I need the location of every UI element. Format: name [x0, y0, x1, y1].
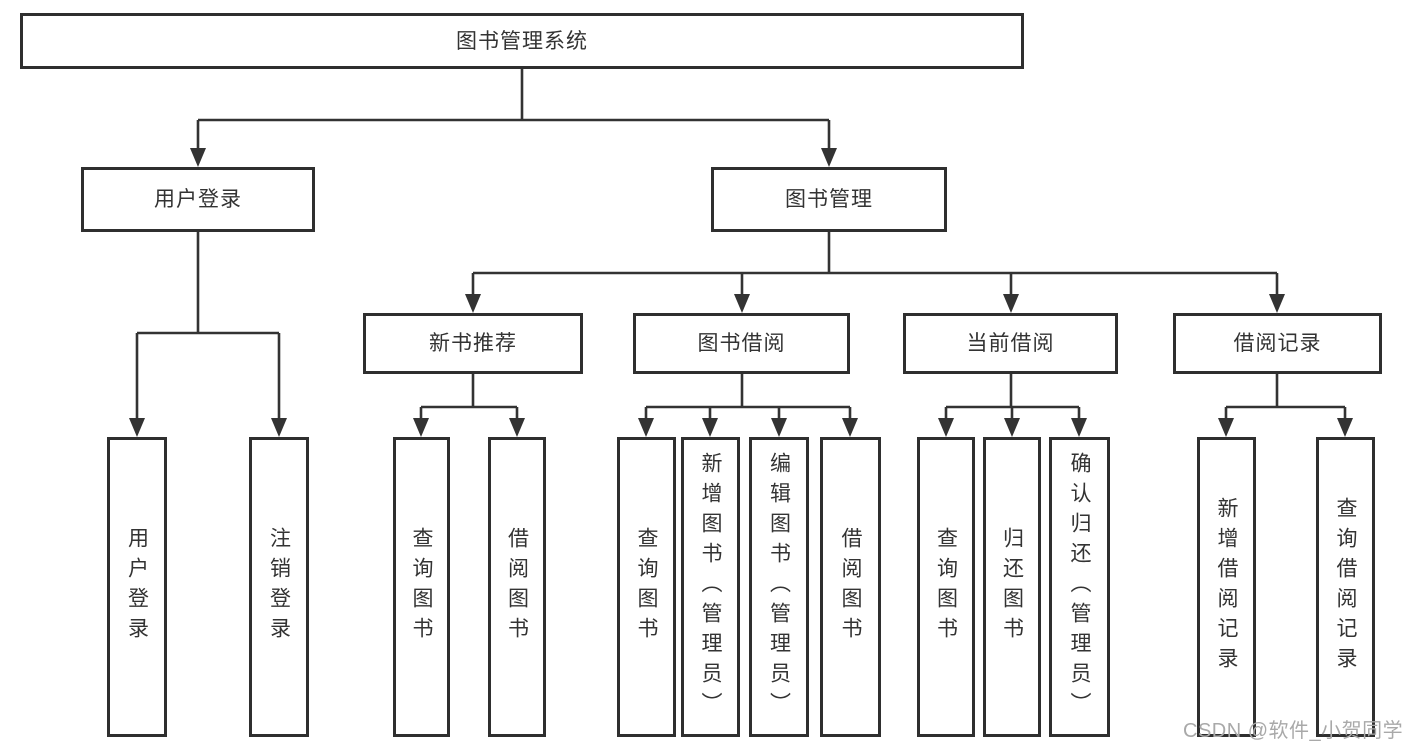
leaf-return-book: 归还图书	[983, 437, 1041, 737]
leaf-logout: 注销登录	[249, 437, 309, 737]
node-root-system: 图书管理系统	[20, 13, 1024, 69]
leaf-query-book-current: 查询图书	[917, 437, 975, 737]
node-user-login-label: 用户登录	[154, 188, 242, 211]
node-book-management: 图书管理	[711, 167, 947, 232]
leaf-borrow-book: 借阅图书	[820, 437, 881, 737]
leaf-add-borrow-record: 新增借阅记录	[1197, 437, 1256, 737]
node-book-borrow: 图书借阅	[633, 313, 850, 374]
watermark: CSDN @软件_小贺同学	[1183, 720, 1404, 742]
leaf-query-book-borrow: 查询图书	[617, 437, 676, 737]
leaf-query-book-recommend: 查询图书	[393, 437, 450, 737]
node-current-borrow: 当前借阅	[903, 313, 1118, 374]
node-borrow-record: 借阅记录	[1173, 313, 1382, 374]
leaf-add-book-admin: 新增图书（管理员）	[681, 437, 740, 737]
node-book-management-label: 图书管理	[785, 188, 873, 211]
leaf-borrow-book-recommend: 借阅图书	[488, 437, 546, 737]
node-root-label: 图书管理系统	[456, 29, 588, 53]
node-new-book-recommend: 新书推荐	[363, 313, 583, 374]
node-user-login: 用户登录	[81, 167, 315, 232]
leaf-confirm-return-admin: 确认归还（管理员）	[1049, 437, 1110, 737]
node-borrow-record-label: 借阅记录	[1233, 332, 1322, 355]
leaf-edit-book-admin: 编辑图书（管理员）	[749, 437, 809, 737]
node-book-borrow-label: 图书借阅	[697, 332, 786, 355]
leaf-user-login: 用户登录	[107, 437, 167, 737]
leaf-query-borrow-record: 查询借阅记录	[1316, 437, 1375, 737]
node-new-book-recommend-label: 新书推荐	[429, 332, 517, 355]
node-current-borrow-label: 当前借阅	[966, 332, 1055, 355]
